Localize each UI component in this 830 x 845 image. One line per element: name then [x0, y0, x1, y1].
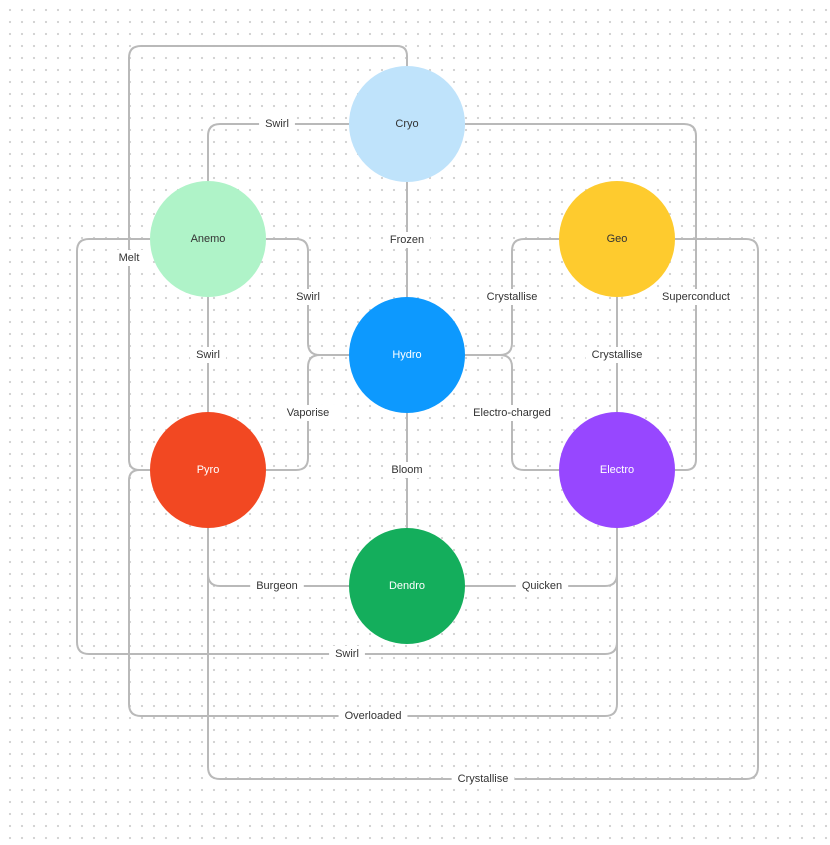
edge-label-bg: [329, 646, 365, 662]
node-pyro[interactable]: Pyro: [150, 412, 266, 528]
edge-label-cryo-pyro: Melt: [112, 250, 146, 266]
edge-label-bg: [383, 232, 431, 248]
edge-label-pyro-electro: Overloaded: [338, 708, 408, 724]
edge-label-text: Vaporise: [287, 407, 330, 419]
edge-label-text: Quicken: [522, 580, 562, 592]
edge-label-hydro-electro: Electro-charged: [467, 405, 557, 421]
edge-label-text: Crystallise: [487, 291, 538, 303]
edge-label-geo-electro: Crystallise: [585, 347, 649, 363]
edge-label-bg: [250, 578, 304, 594]
edge-cryo-pyro: [128, 45, 408, 471]
node-circle-cryo[interactable]: [349, 66, 465, 182]
edge-pyro-dendro: [207, 528, 349, 587]
node-label-cryo: Cryo: [395, 118, 418, 130]
edge-label-hydro-pyro: Vaporise: [280, 405, 336, 421]
edge-label-bg: [112, 250, 146, 266]
node-circle-hydro[interactable]: [349, 297, 465, 413]
edge-label-bg: [280, 405, 336, 421]
edge-label-hydro-dendro: Bloom: [385, 462, 429, 478]
edge-label-bg: [480, 289, 544, 305]
node-circle-dendro[interactable]: [349, 528, 465, 644]
edge-geo-pyro: [207, 238, 759, 780]
edge-label-pyro-dendro: Burgeon: [250, 578, 304, 594]
edge-label-bg: [451, 771, 515, 787]
edge-label-text: Swirl: [265, 118, 289, 130]
edge-label-text: Swirl: [335, 648, 359, 660]
edge-label-bg: [515, 578, 569, 594]
edge-label-cryo-anemo: Swirl: [259, 116, 295, 132]
edge-label-text: Frozen: [390, 234, 424, 246]
edge-label-text: Swirl: [196, 349, 220, 361]
edge-label-bg: [467, 405, 557, 421]
node-label-anemo: Anemo: [191, 233, 226, 245]
edge-label-text: Bloom: [391, 464, 422, 476]
node-label-dendro: Dendro: [389, 580, 425, 592]
node-label-electro: Electro: [600, 464, 634, 476]
edge-label-geo-pyro: Crystallise: [451, 771, 515, 787]
node-geo[interactable]: Geo: [559, 181, 675, 297]
edge-label-anemo-pyro: Swirl: [190, 347, 226, 363]
edge-label-anemo-hydro: Swirl: [290, 289, 326, 305]
edge-label-cryo-hydro: Frozen: [383, 232, 431, 248]
edge-label-cryo-electro: Superconduct: [656, 289, 736, 305]
edge-label-bg: [290, 289, 326, 305]
edge-label-bg: [190, 347, 226, 363]
edge-anemo-electro: [76, 238, 618, 655]
node-label-pyro: Pyro: [197, 464, 220, 476]
edge-label-text: Burgeon: [256, 580, 298, 592]
edge-label-geo-hydro: Crystallise: [480, 289, 544, 305]
edge-dendro-electro: [465, 528, 618, 587]
edge-label-text: Crystallise: [592, 349, 643, 361]
edge-labels-layer: SwirlFrozenSuperconductMeltSwirlSwirlSwi…: [112, 116, 736, 787]
edge-label-bg: [385, 462, 429, 478]
node-electro[interactable]: Electro: [559, 412, 675, 528]
edge-label-text: Swirl: [296, 291, 320, 303]
edge-label-bg: [656, 289, 736, 305]
edge-label-text: Crystallise: [458, 773, 509, 785]
edge-cryo-anemo: [207, 123, 349, 181]
edge-label-text: Electro-charged: [473, 407, 551, 419]
node-dendro[interactable]: Dendro: [349, 528, 465, 644]
edge-label-text: Overloaded: [345, 710, 402, 722]
edge-label-dendro-electro: Quicken: [515, 578, 569, 594]
node-label-hydro: Hydro: [392, 349, 421, 361]
edge-pyro-electro: [128, 469, 618, 717]
edge-label-bg: [338, 708, 408, 724]
node-circle-pyro[interactable]: [150, 412, 266, 528]
edge-label-anemo-electro: Swirl: [329, 646, 365, 662]
node-cryo[interactable]: Cryo: [349, 66, 465, 182]
edge-label-text: Melt: [119, 252, 140, 264]
node-circle-anemo[interactable]: [150, 181, 266, 297]
node-circle-electro[interactable]: [559, 412, 675, 528]
edge-label-bg: [259, 116, 295, 132]
node-hydro[interactable]: Hydro: [349, 297, 465, 413]
node-anemo[interactable]: Anemo: [150, 181, 266, 297]
node-circle-geo[interactable]: [559, 181, 675, 297]
node-label-geo: Geo: [607, 233, 628, 245]
edge-label-bg: [585, 347, 649, 363]
edge-label-text: Superconduct: [662, 291, 730, 303]
